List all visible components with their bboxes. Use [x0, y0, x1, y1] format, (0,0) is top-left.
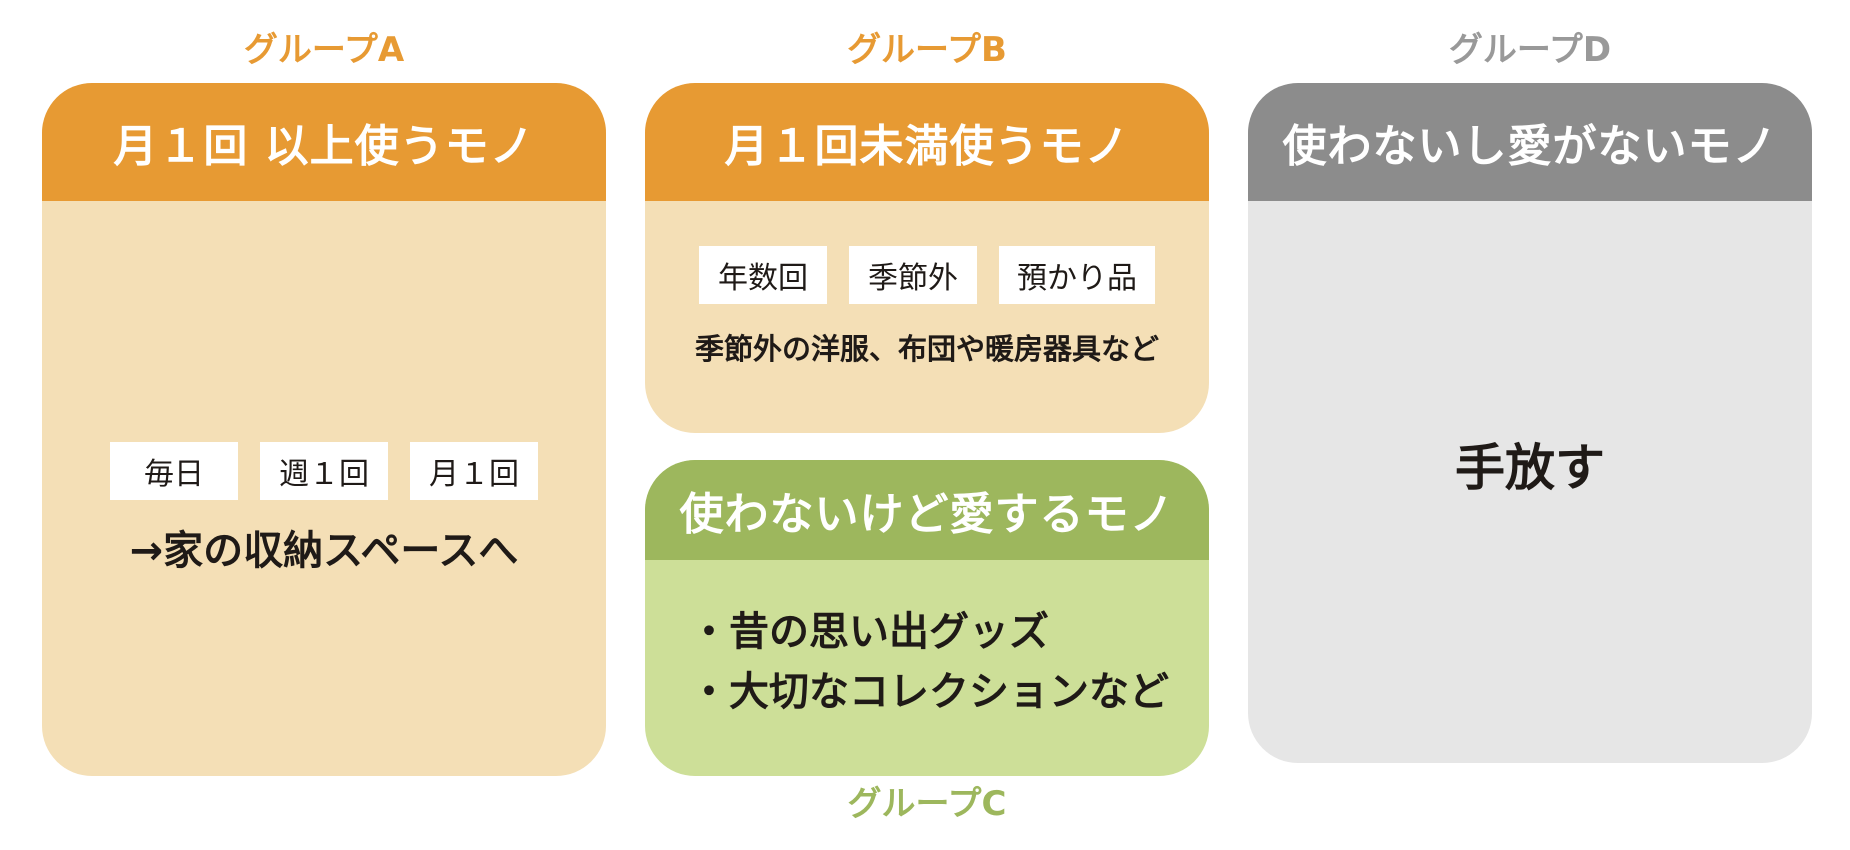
group-a-title: 月１回 以上使うモノ: [42, 83, 606, 201]
group-c-title: 使わないけど愛するモノ: [645, 460, 1209, 560]
group-b-label: グループB: [847, 30, 1007, 70]
group-d-action: 手放す: [1455, 438, 1605, 497]
group-d-title: 使わないし愛がないモノ: [1248, 83, 1812, 201]
group-c-bullet-item: ・昔の思い出グッズ: [689, 609, 1049, 655]
group-c-bullet-item: ・大切なコレクションなど: [689, 669, 1169, 715]
group-b-example: 季節外の洋服、布団や暖房器具など: [694, 332, 1159, 366]
group-a-panel: 月１回 以上使うモノ 毎日 週１回 月１回 →家の収納スペースへ: [42, 83, 606, 776]
tag-weekly: 週１回: [260, 441, 388, 500]
group-d-label: グループD: [1448, 30, 1612, 70]
group-c-label: グループC: [847, 784, 1007, 824]
group-c-panel: 使わないけど愛するモノ ・昔の思い出グッズ ・大切なコレクションなど: [645, 460, 1209, 776]
tag-few-times-year: 年数回: [699, 246, 827, 304]
tag-daily: 毎日: [110, 441, 238, 500]
group-a-body: 毎日 週１回 月１回 →家の収納スペースへ: [42, 201, 606, 776]
group-a-label: グループA: [243, 30, 405, 70]
group-a-destination: →家の収納スペースへ: [129, 527, 519, 574]
group-b-body: 年数回 季節外 預かり品 季節外の洋服、布団や暖房器具など: [645, 246, 1209, 368]
group-b-title: 月１回未満使うモノ: [645, 83, 1209, 201]
group-a-tags: 毎日 週１回 月１回: [110, 441, 538, 500]
group-d-panel: 使わないし愛がないモノ 手放す: [1248, 83, 1812, 763]
tag-monthly: 月１回: [410, 441, 538, 500]
group-b-panel: 月１回未満使うモノ 年数回 季節外 預かり品 季節外の洋服、布団や暖房器具など: [645, 83, 1209, 433]
group-c-bullets: ・昔の思い出グッズ ・大切なコレクションなど: [645, 560, 1209, 722]
tag-stored-items: 預かり品: [999, 246, 1155, 304]
group-b-tags: 年数回 季節外 預かり品: [645, 246, 1209, 304]
tag-off-season: 季節外: [849, 246, 977, 304]
